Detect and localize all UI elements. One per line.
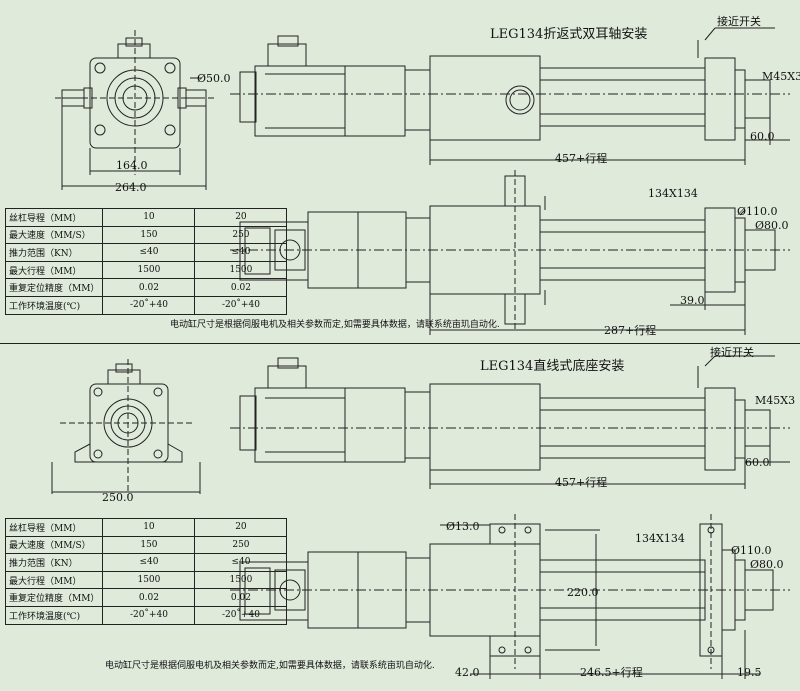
- dim-60-top: 60.0: [750, 130, 775, 143]
- side-view-bottom: [230, 355, 790, 489]
- dim-134x134-top: 134X134: [648, 187, 698, 200]
- side-view-top: [230, 27, 790, 165]
- front-view-top: [55, 30, 215, 190]
- dim-457-bottom: 457+行程: [555, 476, 607, 489]
- dim-d80-top: Ø80.0: [755, 219, 789, 232]
- dim-264: 264.0: [115, 181, 147, 194]
- front-view-bottom: [51, 359, 201, 499]
- dim-39: 39.0: [680, 294, 705, 307]
- dim-220: 220.0: [567, 586, 599, 599]
- dim-m45x3-top: M45X3: [762, 70, 800, 83]
- plan-view-top: [230, 170, 790, 335]
- dim-d80-bottom: Ø80.0: [750, 558, 784, 571]
- dim-42: 42.0: [455, 666, 480, 679]
- dim-287: 287+行程: [604, 324, 656, 337]
- dim-250: 250.0: [102, 491, 134, 504]
- plan-view-bottom: [230, 514, 790, 679]
- top-note: 电动缸尺寸是根据伺服电机及相关参数而定,如需要具体数据，请联系统亩玑自动化.: [170, 320, 500, 330]
- bottom-proximity-switch-label: 接近开关: [710, 345, 754, 359]
- table-row: 推力范围（KN）≤40≤40: [4, 243, 288, 262]
- bottom-note: 电动缸尺寸是根据伺服电机及相关参数而定,如需要具体数据，请联系统亩玑自动化.: [105, 661, 435, 671]
- panel-divider: [0, 343, 800, 344]
- dim-60-bottom: 60.0: [745, 456, 770, 469]
- bottom-title: LEG134直线式底座安装: [480, 358, 624, 374]
- dim-d13: Ø13.0: [446, 520, 480, 533]
- bottom-drawing: LEG134直线式底座安装 接近开关 250.0 M45X3 60.0 457+…: [51, 345, 795, 679]
- dim-m45x3-bottom: M45X3: [755, 394, 795, 407]
- dim-246-5: 246.5+行程: [580, 666, 643, 679]
- dim-d110-top: Ø110.0: [737, 205, 778, 218]
- top-panel: LEG134折返式双耳轴安装 接近开关 Ø50.0 164.0 264.0 M4…: [0, 0, 800, 343]
- dim-134x134-bottom: 134X134: [635, 532, 685, 545]
- table-row: 推力范围（KN）≤40≤40: [4, 553, 288, 572]
- table-row: 工作环境温度(℃)-20˚+40-20˚+40: [4, 295, 288, 315]
- table-row: 工作环境温度(℃)-20˚+40-20˚+40: [4, 605, 288, 625]
- dim-d50: Ø50.0: [197, 72, 231, 85]
- top-title: LEG134折返式双耳轴安装: [490, 27, 647, 42]
- dim-164: 164.0: [116, 159, 148, 172]
- bottom-panel: LEG134直线式底座安装 接近开关 250.0 M45X3 60.0 457+…: [0, 344, 800, 691]
- dim-19-5: 19.5: [737, 666, 762, 679]
- dim-457-top: 457+行程: [555, 152, 607, 165]
- top-proximity-switch-label: 接近开关: [717, 14, 761, 28]
- dim-d110-bottom: Ø110.0: [731, 544, 772, 557]
